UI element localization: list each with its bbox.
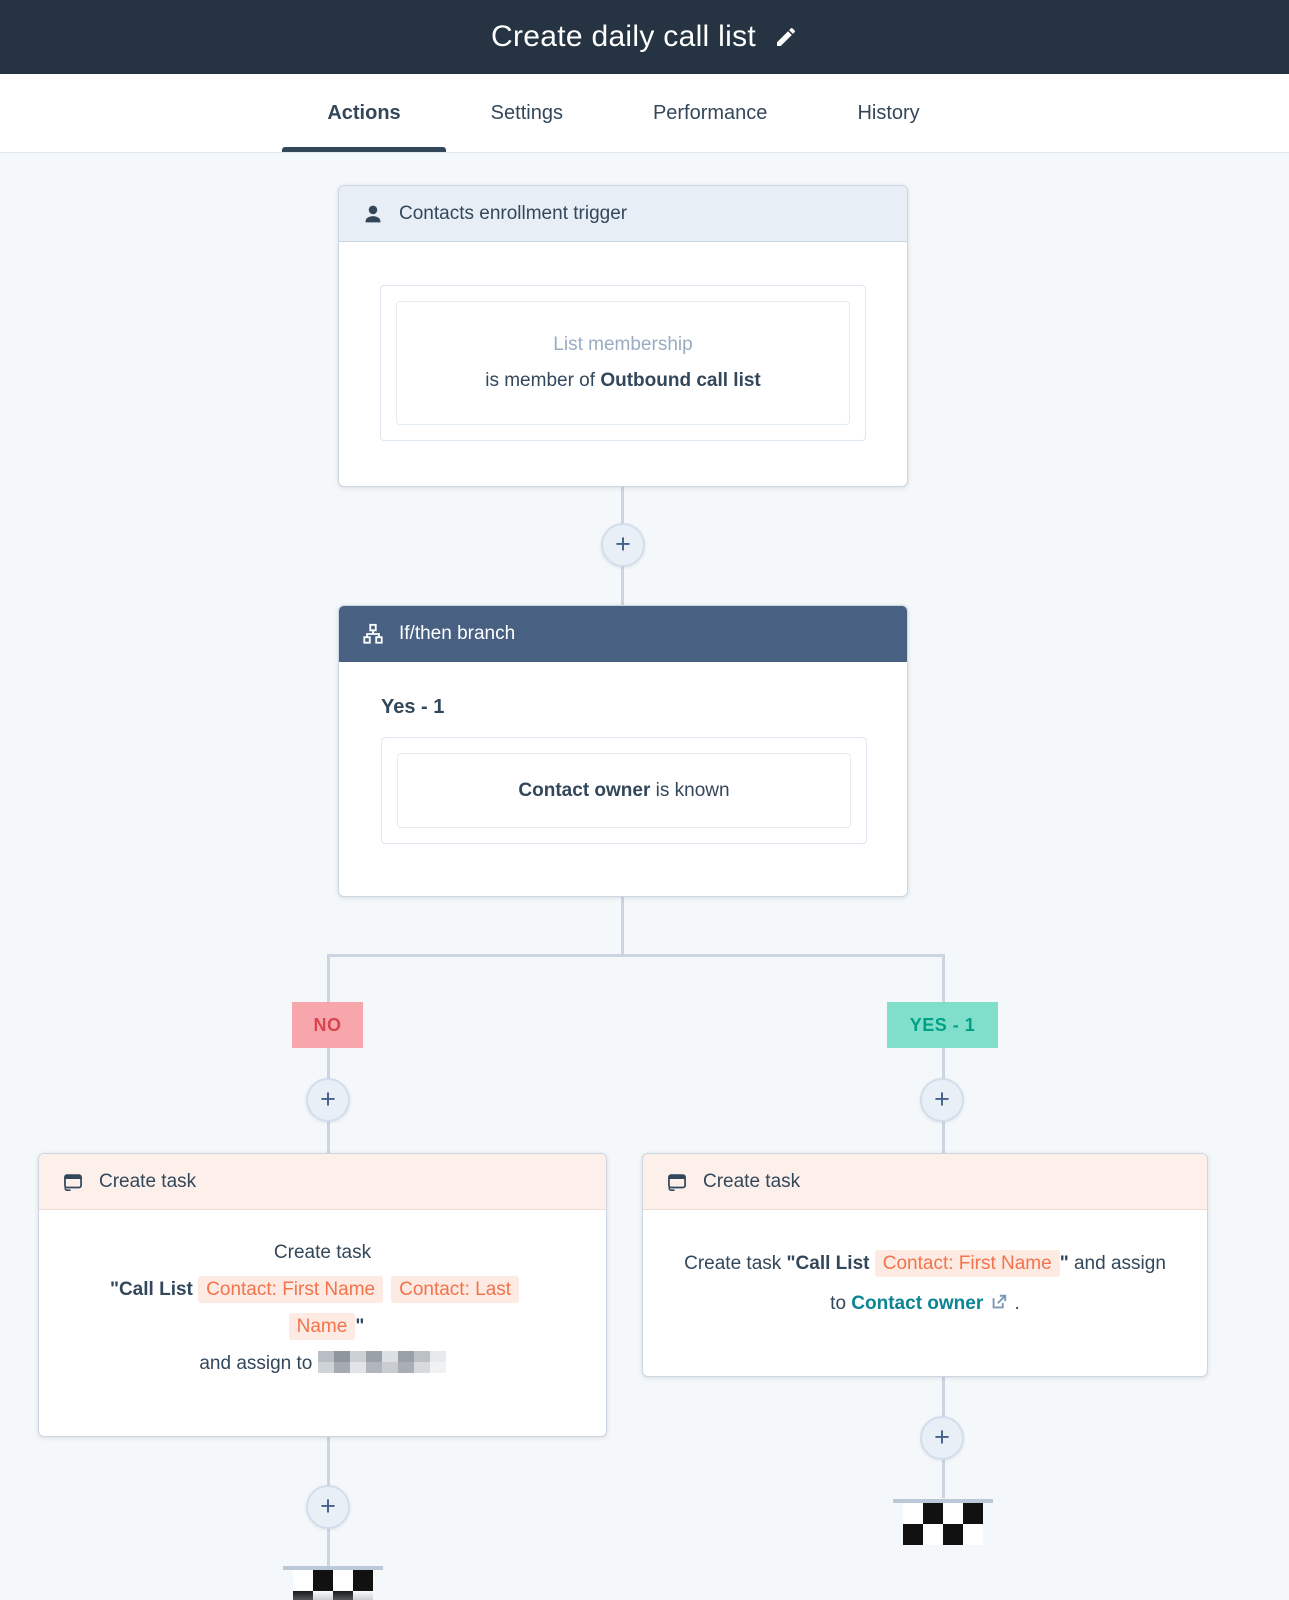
- if-then-branch-card[interactable]: If/then branch Yes - 1 Contact owner is …: [338, 605, 908, 897]
- enrollment-trigger-title: Contacts enrollment trigger: [399, 202, 628, 224]
- branch-condition-box: Contact owner is known: [381, 737, 867, 844]
- branch-name-label: Yes - 1: [381, 696, 445, 718]
- page-title: Create daily call list: [490, 20, 757, 53]
- tab-history[interactable]: History: [812, 74, 964, 152]
- if-then-branch-title: If/then branch: [399, 623, 516, 644]
- add-action-button-no-branch[interactable]: +: [306, 1078, 350, 1122]
- trigger-filter-inner-box: List membership is member of Outbound ca…: [396, 301, 850, 425]
- trigger-condition-value: Outbound call list: [600, 370, 761, 391]
- task-icon: [64, 1173, 82, 1191]
- tab-actions[interactable]: Actions: [282, 74, 447, 152]
- branch-no-label: NO: [313, 1014, 342, 1035]
- connector-line: [942, 954, 945, 1154]
- plus-icon: +: [320, 1083, 336, 1114]
- branch-condition-inner-box: Contact owner is known: [397, 753, 851, 828]
- if-then-branch-header: If/then branch: [339, 606, 907, 662]
- tab-settings[interactable]: Settings: [446, 74, 608, 152]
- create-task-card-yes-branch[interactable]: Create task Create task "Call List Conta…: [642, 1153, 1208, 1377]
- add-action-button-no-end[interactable]: +: [306, 1485, 350, 1529]
- add-action-button-yes-end[interactable]: +: [920, 1416, 964, 1460]
- checkered-flag-icon: [293, 1570, 373, 1600]
- if-then-branch-body: Yes - 1 Contact owner is known: [339, 662, 907, 844]
- enrollment-trigger-header: Contacts enrollment trigger: [339, 186, 907, 242]
- task-assign-prefix: and assign to: [199, 1353, 318, 1374]
- trigger-condition: is member of Outbound call list: [485, 370, 761, 392]
- tab-history-label: History: [857, 101, 920, 124]
- task-summary-prefix: Create task: [684, 1253, 787, 1274]
- task-title-quote-open: "Call List: [109, 1279, 199, 1300]
- tab-performance-label: Performance: [652, 101, 768, 124]
- add-action-button-yes-branch[interactable]: +: [920, 1078, 964, 1122]
- plus-icon: +: [934, 1083, 950, 1114]
- trigger-filter-box: List membership is member of Outbound ca…: [380, 285, 866, 441]
- connector-line: [621, 897, 624, 955]
- branch-condition-operator: is known: [650, 779, 730, 801]
- task-summary-line1: Create task: [273, 1242, 372, 1263]
- sitemap-branch-icon: [363, 623, 383, 644]
- task-assign-middle: and assign to: [830, 1253, 1166, 1314]
- create-task-header: Create task: [643, 1154, 1207, 1210]
- task-assignment: and assign to: [89, 1345, 556, 1382]
- connector-line: [327, 954, 330, 1154]
- redacted-assignee-name: [317, 1351, 446, 1373]
- trigger-filter-type: List membership: [553, 334, 693, 355]
- create-task-title: Create task: [99, 1170, 197, 1192]
- task-title-quote-close: ": [355, 1316, 365, 1337]
- personalization-token-first-name: Contact: First Name: [874, 1250, 1060, 1277]
- branch-yes-badge: YES - 1: [887, 1002, 998, 1048]
- contact-owner-link[interactable]: Contact owner: [851, 1293, 984, 1314]
- edit-title-pencil-icon[interactable]: [774, 25, 798, 49]
- app-header: Create daily call list: [0, 0, 1289, 74]
- enrollment-trigger-card[interactable]: Contacts enrollment trigger List members…: [338, 185, 908, 487]
- connector-line: [327, 954, 945, 957]
- tab-settings-label: Settings: [490, 101, 563, 124]
- checkered-flag-icon: [903, 1503, 983, 1545]
- external-link-icon[interactable]: [989, 1292, 1009, 1312]
- flag-pole: [893, 1499, 993, 1503]
- create-task-summary: Create task "Call List Contact: First Na…: [39, 1210, 606, 1382]
- tab-bar: Actions Settings Performance History: [0, 74, 1289, 153]
- branch-no-badge: NO: [292, 1002, 363, 1048]
- branch-yes-label: YES - 1: [909, 1014, 976, 1035]
- create-task-summary: Create task "Call List Contact: First Na…: [643, 1210, 1207, 1324]
- task-title-quote-close: ": [1059, 1253, 1069, 1274]
- personalization-token-first-name: Contact: First Name: [198, 1276, 384, 1303]
- tab-performance[interactable]: Performance: [608, 74, 813, 152]
- tab-actions-label: Actions: [327, 101, 401, 124]
- contact-person-icon: [365, 205, 381, 222]
- branch-condition: Contact owner is known: [518, 780, 729, 802]
- create-task-card-no-branch[interactable]: Create task Create task "Call List Conta…: [38, 1153, 607, 1437]
- branch-condition-property: Contact owner: [518, 779, 651, 801]
- add-action-button[interactable]: +: [601, 523, 645, 567]
- task-summary-suffix: .: [1009, 1293, 1020, 1314]
- enrollment-trigger-body: List membership is member of Outbound ca…: [339, 285, 907, 441]
- plus-icon: +: [320, 1490, 336, 1521]
- trigger-condition-prefix: is member of: [485, 370, 601, 391]
- workflow-end-flag: [283, 1566, 383, 1600]
- create-task-header: Create task: [39, 1154, 606, 1210]
- task-title-quote-open: "Call List: [786, 1253, 875, 1274]
- task-icon: [668, 1173, 686, 1191]
- plus-icon: +: [934, 1421, 950, 1452]
- workflow-end-flag: [893, 1499, 993, 1545]
- flag-pole: [283, 1566, 383, 1570]
- plus-icon: +: [615, 528, 631, 559]
- create-task-title: Create task: [703, 1170, 801, 1192]
